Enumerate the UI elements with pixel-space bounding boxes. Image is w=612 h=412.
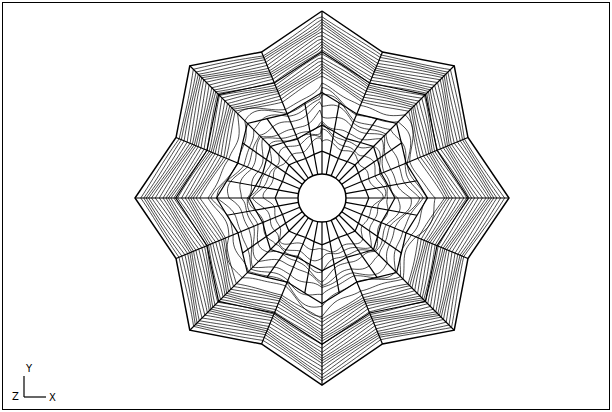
mesh-spoke [346, 197, 509, 198]
y-axis-line [23, 376, 24, 397]
mesh-spoke [135, 197, 298, 198]
contour-line [211, 87, 427, 307]
mesh-spoke [326, 222, 339, 293]
mesh-spoke [243, 212, 303, 253]
central-hole [298, 174, 346, 222]
mesh-spoke [267, 119, 308, 179]
mesh-spoke [176, 138, 300, 189]
mesh-spoke [321, 222, 322, 385]
contour-line [141, 17, 505, 381]
finite-element-mesh [135, 11, 509, 385]
mesh-spoke [190, 66, 305, 181]
mesh-spoke [227, 181, 298, 194]
axis-label: Y [26, 364, 32, 374]
mesh-spoke [331, 220, 382, 344]
mesh-spoke [321, 11, 322, 174]
mesh-spoke [331, 52, 382, 176]
mesh-spoke [344, 207, 468, 258]
mesh-spoke [339, 66, 454, 181]
mesh-spoke [336, 218, 377, 278]
mesh-spoke [342, 143, 402, 184]
mesh-spoke [346, 202, 417, 215]
x-axis-line [24, 396, 46, 397]
mesh-spoke [344, 138, 468, 189]
mesh-spoke [190, 215, 305, 330]
axis-label: Z [12, 392, 19, 402]
mesh-spoke [176, 207, 300, 258]
mesh-spoke [305, 222, 318, 293]
mesh-spoke [346, 181, 417, 194]
axis-label: X [49, 393, 56, 403]
mesh-spoke [262, 220, 313, 344]
frame-border [3, 3, 610, 410]
mesh-spoke [326, 103, 339, 174]
contour-line [185, 61, 460, 336]
contour-line [163, 39, 482, 358]
axis-triad [24, 376, 46, 397]
mesh-spoke [305, 103, 318, 174]
mesh-spoke [339, 215, 454, 330]
plate-boundary [135, 11, 509, 385]
mesh-spoke [262, 52, 313, 176]
mesh-spoke [227, 202, 298, 215]
